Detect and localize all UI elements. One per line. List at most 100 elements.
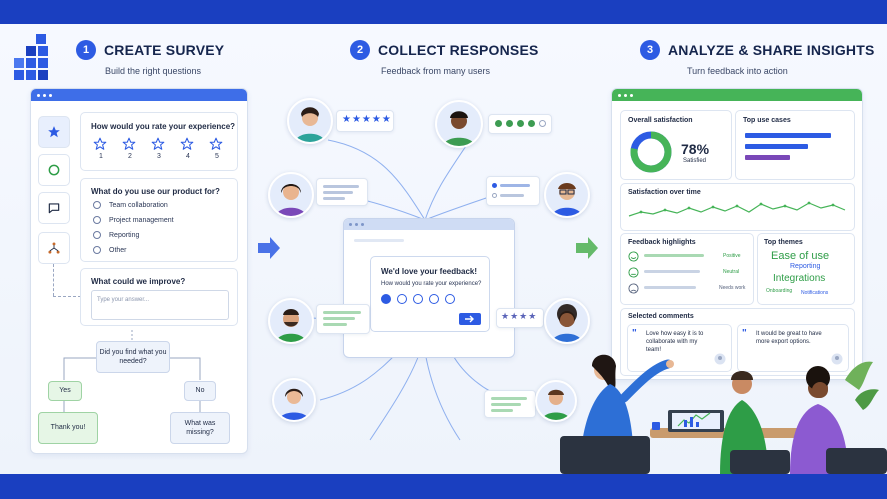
rating-star-option[interactable]: 5	[209, 137, 225, 160]
rating-option[interactable]	[381, 294, 391, 304]
feedback-question: How would you rate your experience?	[381, 281, 482, 287]
respondent-avatar	[544, 298, 590, 344]
satisfaction-card: Overall satisfaction 78% Satisfied	[620, 110, 732, 180]
feedback-title: We'd love your feedback!	[381, 267, 478, 276]
rating-option[interactable]	[429, 294, 439, 304]
theme-word: Onboarding	[766, 288, 793, 294]
card-title: Top use cases	[743, 117, 791, 124]
window-titlebar	[344, 219, 514, 230]
flow-yes-label[interactable]: Yes	[48, 381, 82, 401]
person-icon	[276, 184, 306, 216]
option-item[interactable]: Team collaboration	[93, 201, 174, 209]
card-title: Overall satisfaction	[628, 117, 693, 124]
theme-word: Reporting	[790, 263, 821, 270]
rating-star-option[interactable]: 4	[180, 137, 196, 160]
plant-icon	[845, 361, 873, 390]
rating-option[interactable]	[413, 294, 423, 304]
person-icon	[279, 388, 309, 420]
satisfaction-value: 78%	[681, 141, 710, 157]
star-icon	[93, 137, 107, 150]
radio-button[interactable]	[93, 246, 101, 254]
question-card-choice[interactable]: What do you use our product for? Team co…	[80, 178, 238, 262]
person-icon	[542, 389, 570, 420]
rating-option[interactable]	[445, 294, 455, 304]
option-item[interactable]: Reporting	[93, 231, 174, 239]
respondent-avatar	[272, 378, 316, 422]
step-3-number: 3	[640, 40, 660, 60]
radio-button[interactable]	[93, 201, 101, 209]
text-bubble	[316, 304, 370, 334]
step-3-header: 3 ANALYZE & SHARE INSIGHTS	[640, 40, 875, 60]
branching-tool-button[interactable]	[38, 232, 70, 264]
question-card-text[interactable]: What could we improve? Type your answer.…	[80, 268, 238, 326]
card-title: Top themes	[764, 239, 803, 246]
respondent-avatar	[435, 100, 483, 148]
sentiment-label: Neutral	[723, 269, 740, 275]
highlights-list: Positive Neutral Needs work	[628, 251, 748, 299]
respondent-avatar	[287, 98, 333, 144]
rating-number: 5	[215, 153, 219, 160]
rating-number: 3	[157, 153, 161, 160]
question-card-rating[interactable]: How would you rate your experience? 1 2 3 4…	[80, 112, 238, 171]
radio-button[interactable]	[93, 216, 101, 224]
avatar-icon	[714, 353, 726, 365]
star-icon	[209, 137, 223, 150]
card-title: Satisfaction over time	[628, 189, 701, 196]
step-1-subtitle: Build the right questions	[105, 66, 202, 76]
theme-word: Ease of use	[771, 250, 830, 262]
connector-line	[53, 264, 55, 296]
highlight-row: Needs work	[628, 283, 748, 299]
submit-button[interactable]	[459, 313, 481, 325]
comment-tool-button[interactable]	[38, 192, 70, 224]
step-2-number: 2	[350, 40, 370, 60]
rating-number: 2	[128, 153, 132, 160]
use-cases-card: Top use cases	[735, 110, 855, 180]
use-case-bar	[745, 144, 808, 149]
rating-star-option[interactable]: 1	[93, 137, 109, 160]
smile-icon	[628, 251, 639, 262]
answer-textarea[interactable]: Type your answer...	[91, 290, 229, 320]
choice-tool-button[interactable]	[38, 154, 70, 186]
use-case-bar	[745, 155, 790, 160]
text-bubble	[484, 390, 536, 418]
flow-no-label[interactable]: No	[184, 381, 216, 401]
option-item[interactable]: Project management	[93, 216, 174, 224]
frown-icon	[628, 283, 639, 294]
option-item[interactable]: Other	[93, 246, 174, 254]
text-bubble	[316, 178, 368, 206]
rating-star-option[interactable]: 2	[122, 137, 138, 160]
rating-tool-button[interactable]	[38, 116, 70, 148]
stars-icon: ★★★★★	[342, 114, 392, 125]
person-icon	[276, 309, 306, 342]
flow-connectors	[63, 330, 201, 412]
question-title: How would you rate your experience?	[91, 122, 236, 131]
sentiment-label: Positive	[723, 253, 741, 259]
rating-bubble: ★★★★	[496, 308, 544, 328]
flow-yes-result[interactable]: Thank you!	[38, 412, 98, 444]
quote-icon: "	[742, 328, 747, 339]
rating-star-option[interactable]: 3	[151, 137, 167, 160]
person-icon	[443, 111, 475, 146]
star-icon	[180, 137, 194, 150]
question-title: What could we improve?	[91, 277, 186, 286]
step-1-number: 1	[76, 40, 96, 60]
team-illustration	[560, 354, 887, 474]
rating-number: 4	[186, 153, 190, 160]
themes-card: Top themes Ease of use Reporting Integra…	[757, 233, 855, 305]
radio-button[interactable]	[93, 231, 101, 239]
rating-option[interactable]	[397, 294, 407, 304]
comment-item: " It would be great to have more export …	[737, 324, 849, 372]
highlight-row: Neutral	[628, 267, 748, 283]
star-icon	[48, 126, 60, 138]
option-label: Team collaboration	[109, 201, 168, 209]
star-icon	[151, 137, 165, 150]
flow-no-result[interactable]: What was missing?	[170, 412, 230, 444]
step-2-title: COLLECT RESPONSES	[378, 42, 539, 58]
feedback-card: We'd love your feedback! How would you r…	[370, 256, 490, 332]
flow-decision[interactable]: Did you find what you needed?	[96, 341, 170, 373]
person-icon	[552, 183, 582, 216]
neutral-face-icon	[628, 267, 639, 278]
use-case-bar	[745, 133, 831, 138]
speech-bubble-icon	[48, 203, 60, 214]
top-band	[0, 0, 887, 24]
